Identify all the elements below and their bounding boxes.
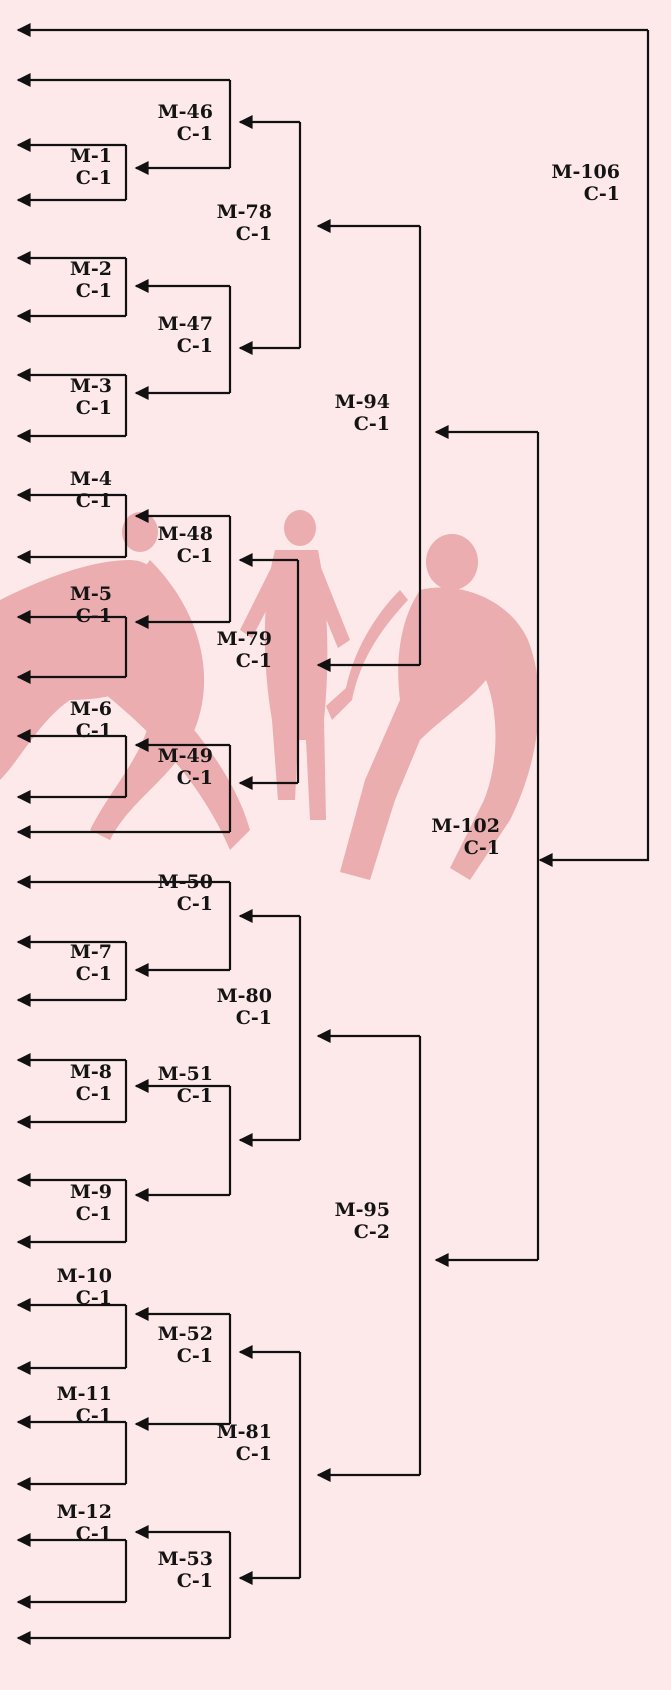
match-number: M-81 [217, 1421, 272, 1443]
bracket-lines [16, 23, 650, 1645]
match-number: M-49 [158, 745, 213, 767]
match-court: C-1 [584, 183, 620, 205]
match-court: C-1 [464, 837, 500, 859]
match-court: C-1 [177, 1345, 213, 1367]
match-court: C-1 [76, 1203, 112, 1225]
match-number: M-2 [70, 258, 112, 280]
player-silhouette-icon [0, 510, 540, 880]
match-number: M-80 [217, 985, 272, 1007]
match-number: M-52 [158, 1323, 213, 1345]
match-number: M-79 [217, 628, 272, 650]
match-number: M-10 [57, 1265, 112, 1287]
match-number: M-95 [335, 1199, 390, 1221]
match-court: C-2 [354, 1221, 390, 1243]
match-number: M-4 [70, 468, 112, 490]
match-number: M-3 [70, 375, 112, 397]
match-court: C-1 [76, 1083, 112, 1105]
match-court: C-1 [177, 1085, 213, 1107]
match-court: C-1 [76, 1287, 112, 1309]
match-number: M-47 [158, 313, 213, 335]
match-number: M-51 [158, 1063, 213, 1085]
match-court: C-1 [76, 397, 112, 419]
match-court: C-1 [76, 1405, 112, 1427]
match-court: C-1 [177, 767, 213, 789]
match-number: M-46 [158, 101, 213, 123]
match-court: C-1 [236, 1443, 272, 1465]
match-number: M-48 [158, 523, 213, 545]
match-number: M-102 [431, 815, 500, 837]
match-court: C-1 [177, 335, 213, 357]
match-number: M-9 [70, 1181, 112, 1203]
match-court: C-1 [354, 413, 390, 435]
match-number: M-11 [57, 1383, 112, 1405]
match-court: C-1 [76, 605, 112, 627]
match-court: C-1 [177, 893, 213, 915]
match-court: C-1 [236, 223, 272, 245]
match-number: M-6 [70, 698, 112, 720]
match-number: M-12 [57, 1501, 112, 1523]
match-number: M-53 [158, 1548, 213, 1570]
match-court: C-1 [76, 167, 112, 189]
match-court: C-1 [76, 490, 112, 512]
match-number: M-78 [217, 201, 272, 223]
match-court: C-1 [76, 1523, 112, 1545]
match-number: M-5 [70, 583, 112, 605]
match-court: C-1 [236, 650, 272, 672]
match-court: C-1 [177, 123, 213, 145]
match-court: C-1 [177, 1570, 213, 1592]
match-number: M-94 [335, 391, 390, 413]
match-court: C-1 [177, 545, 213, 567]
match-court: C-1 [76, 280, 112, 302]
match-court: C-1 [236, 1007, 272, 1029]
match-court: C-1 [76, 720, 112, 742]
match-court: C-1 [76, 963, 112, 985]
match-number: M-7 [70, 941, 112, 963]
match-number: M-8 [70, 1061, 112, 1083]
match-number: M-50 [158, 871, 213, 893]
line-final [538, 30, 650, 867]
match-number: M-1 [70, 145, 112, 167]
match-number: M-106 [551, 161, 620, 183]
